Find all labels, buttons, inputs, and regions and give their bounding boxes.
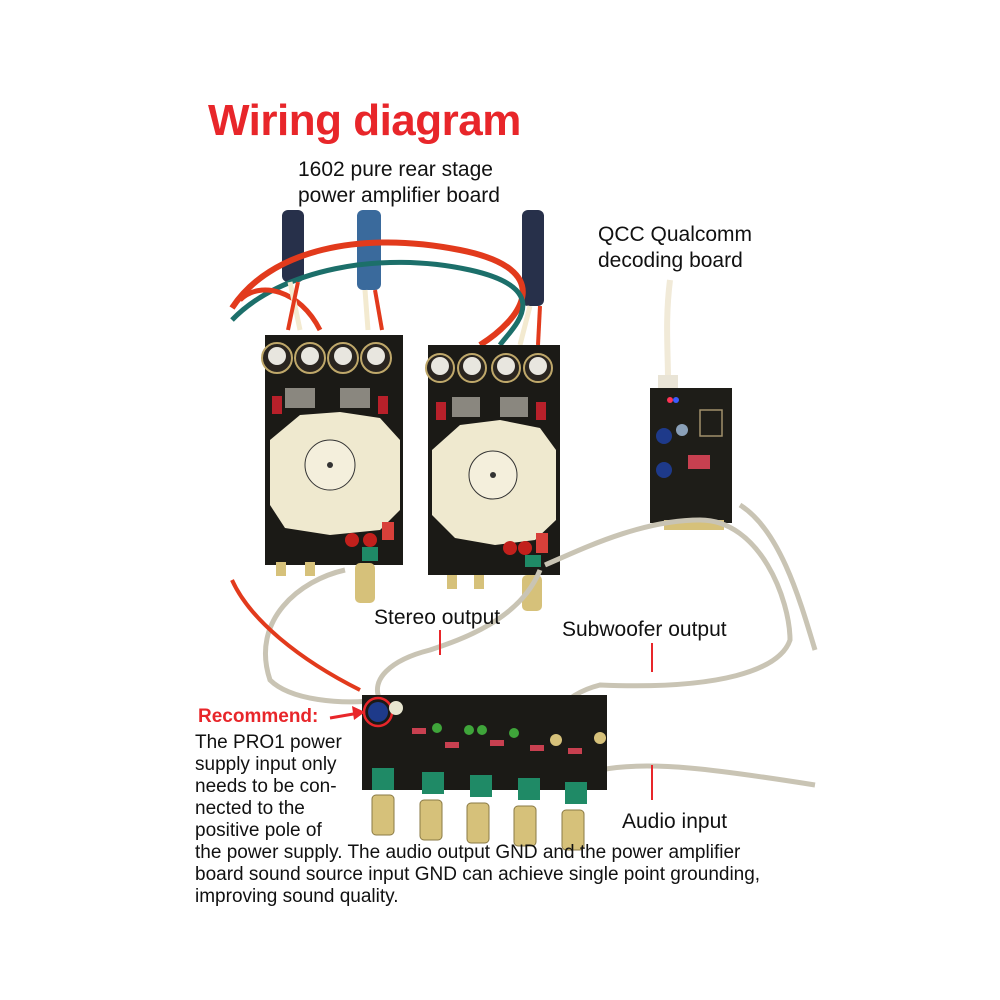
note-line: nected to the: [195, 798, 305, 819]
note-line: The PRO1 power: [195, 732, 342, 753]
audio-input-label: Audio input: [622, 810, 728, 833]
amp-board-left: [261, 335, 403, 603]
recommend-heading: Recommend:: [198, 706, 319, 727]
qcc-board-label: QCC Qualcomm decoding board: [598, 222, 752, 274]
amp-board-right: [425, 345, 560, 611]
qcc-board-label-line1: QCC Qualcomm: [598, 223, 753, 246]
note-line: positive pole of: [195, 820, 322, 841]
speaker-cables: [229, 210, 544, 348]
signal-cables: [262, 502, 818, 788]
qcc-board-label-line2: decoding board: [598, 249, 743, 272]
recommend-note-wide: the power supply. The audio output GND a…: [195, 842, 815, 908]
tone-control-board: [362, 695, 607, 851]
amp-board-label-line1: 1602 pure rear stage: [298, 158, 493, 181]
recommend-arrow-icon: [352, 706, 365, 720]
power-wire: [230, 579, 361, 692]
note-line: needs to be con-: [195, 776, 337, 797]
recommend-note-narrow: The PRO1 power supply input only needs t…: [195, 732, 355, 842]
amp-board-label: 1602 pure rear stage power amplifier boa…: [298, 157, 500, 209]
stereo-output-label: Stereo output: [374, 606, 501, 629]
subwoofer-output-label: Subwoofer output: [562, 618, 727, 641]
amp-board-label-line2: power amplifier board: [298, 184, 500, 207]
note-line: improving sound quality.: [195, 886, 399, 907]
note-line: supply input only: [195, 754, 337, 775]
page-title: Wiring diagram: [208, 96, 521, 145]
qcc-decoding-board: [650, 279, 732, 530]
note-line: board sound source input GND can achieve…: [195, 864, 761, 885]
note-line: the power supply. The audio output GND a…: [195, 842, 741, 863]
